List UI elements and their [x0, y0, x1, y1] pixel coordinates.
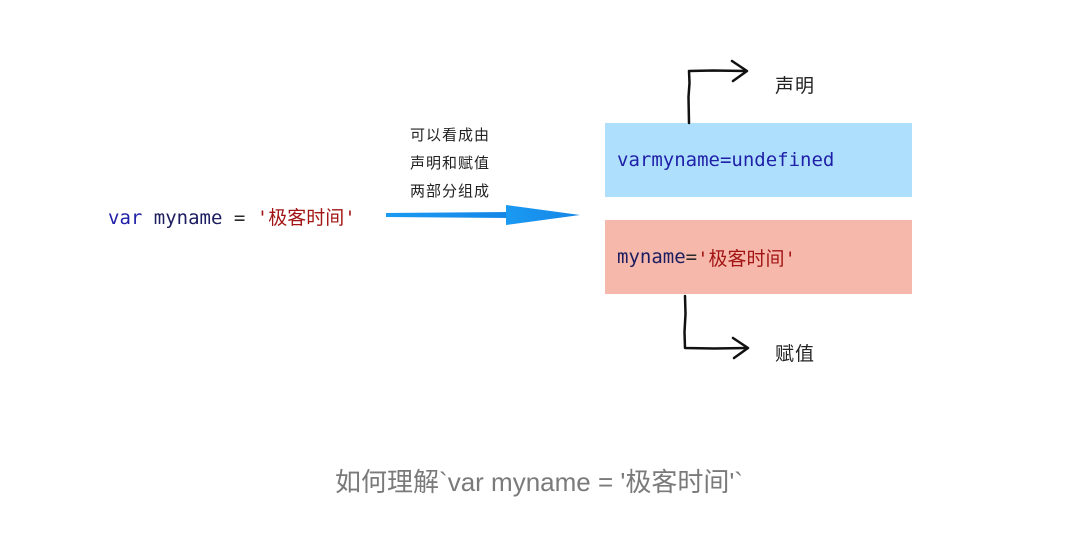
declaration-label: 声明 [775, 75, 816, 97]
declaration-keyword: var [617, 149, 652, 171]
declaration-box: var myname = undefined [605, 123, 912, 197]
split-arrow-head [506, 205, 580, 225]
assignment-label: 赋值 [775, 343, 816, 365]
assignment-operator: = [685, 246, 698, 268]
declaration-identifier: myname [651, 149, 720, 171]
split-arrow-icon [386, 205, 580, 225]
assignment-box: myname = '极客时间' [605, 220, 912, 294]
declaration-operator: = [719, 149, 732, 171]
annotation-line: 声明和赋值 [410, 154, 491, 172]
split-annotation: 可以看成由 声明和赋值 两部分组成 [410, 121, 490, 205]
assignment-identifier: myname [617, 246, 686, 268]
source-statement: var myname = '极客时间' [108, 203, 356, 230]
annotation-line: 可以看成由 [410, 126, 491, 144]
source-identifier: myname [153, 207, 223, 229]
source-value: '极客时间' [256, 207, 356, 229]
assignment-value: '极客时间' [697, 247, 796, 270]
declaration-value: undefined [731, 149, 835, 171]
assignment-connector-arrow-icon [683, 294, 750, 360]
declaration-connector-arrow-icon [687, 59, 749, 125]
source-keyword: var [108, 207, 143, 229]
split-arrow-shaft [386, 212, 510, 218]
annotation-line: 两部分组成 [410, 182, 491, 200]
source-operator: = [233, 207, 246, 229]
figure-caption: 如何理解`var myname = '极客时间'` [335, 467, 743, 497]
